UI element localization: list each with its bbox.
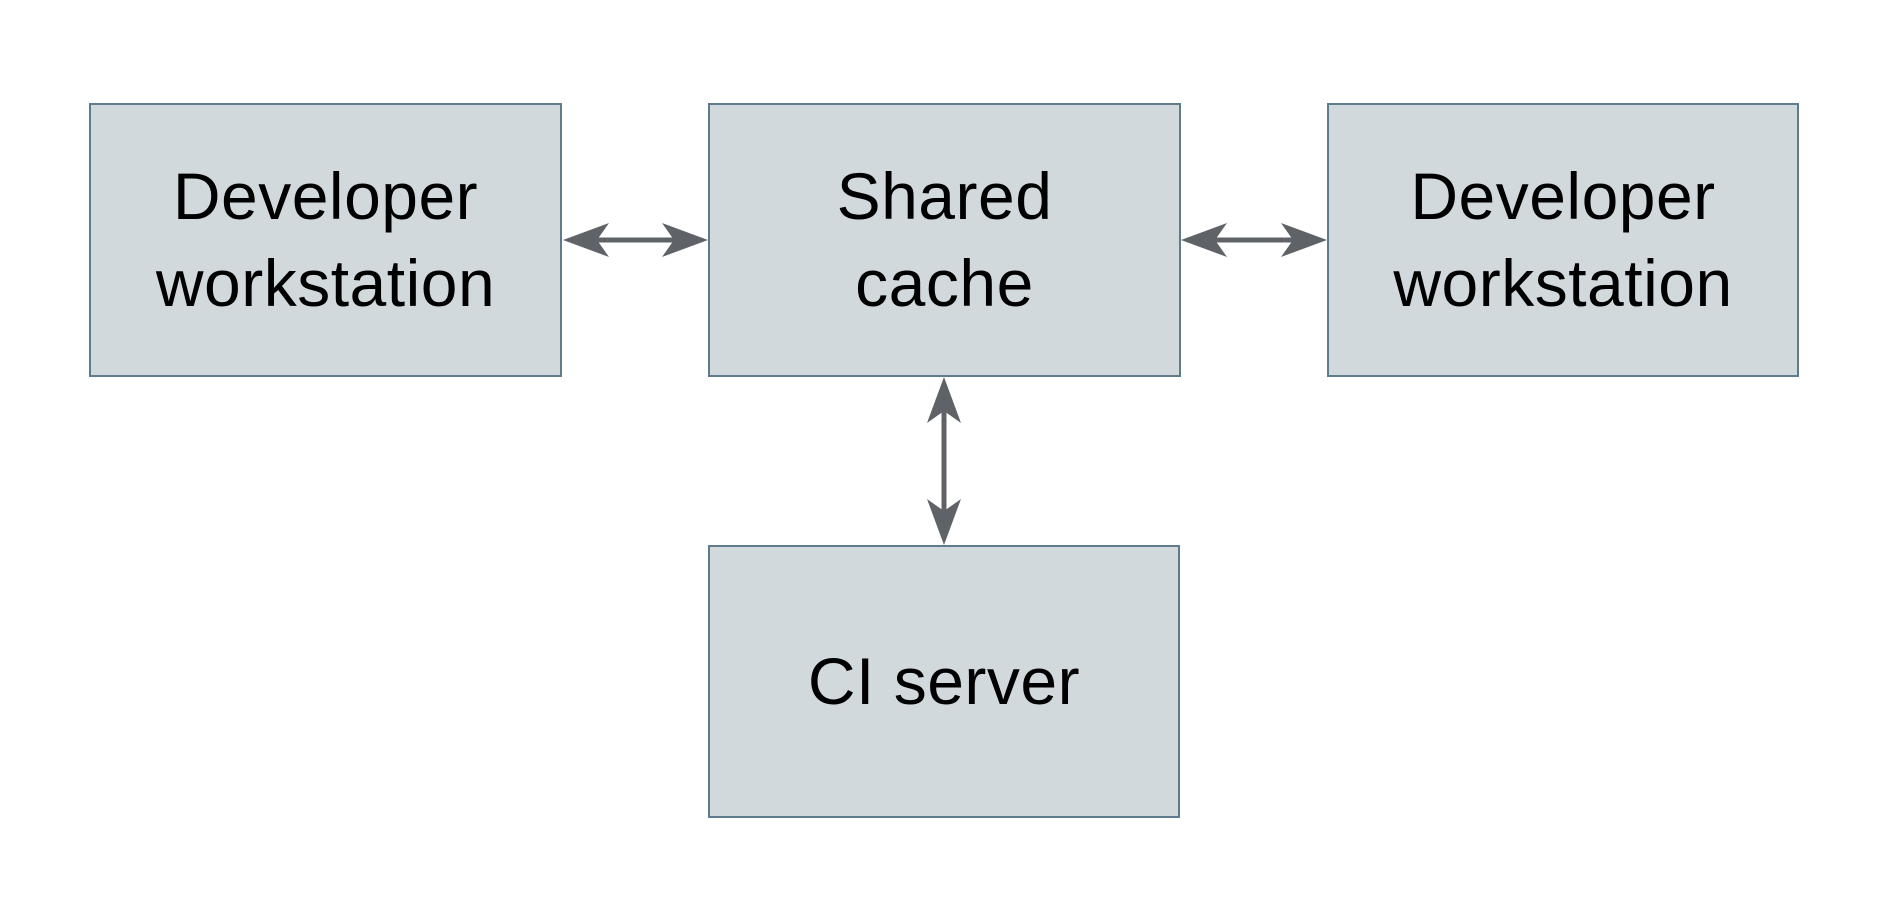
node-label: Developer workstation — [1393, 158, 1733, 320]
node-label: Shared cache — [836, 158, 1053, 320]
arrow-cache-ciserver — [927, 377, 961, 545]
node-developer-workstation-left: Developer workstation — [89, 103, 562, 377]
arrow-cache-devright — [1181, 223, 1327, 257]
node-label: Developer workstation — [155, 158, 496, 320]
node-developer-workstation-right: Developer workstation — [1327, 103, 1799, 377]
node-shared-cache: Shared cache — [708, 103, 1181, 377]
arrow-devleft-cache — [563, 223, 708, 257]
node-label: CI server — [807, 643, 1081, 718]
node-ci-server: CI server — [708, 545, 1180, 818]
